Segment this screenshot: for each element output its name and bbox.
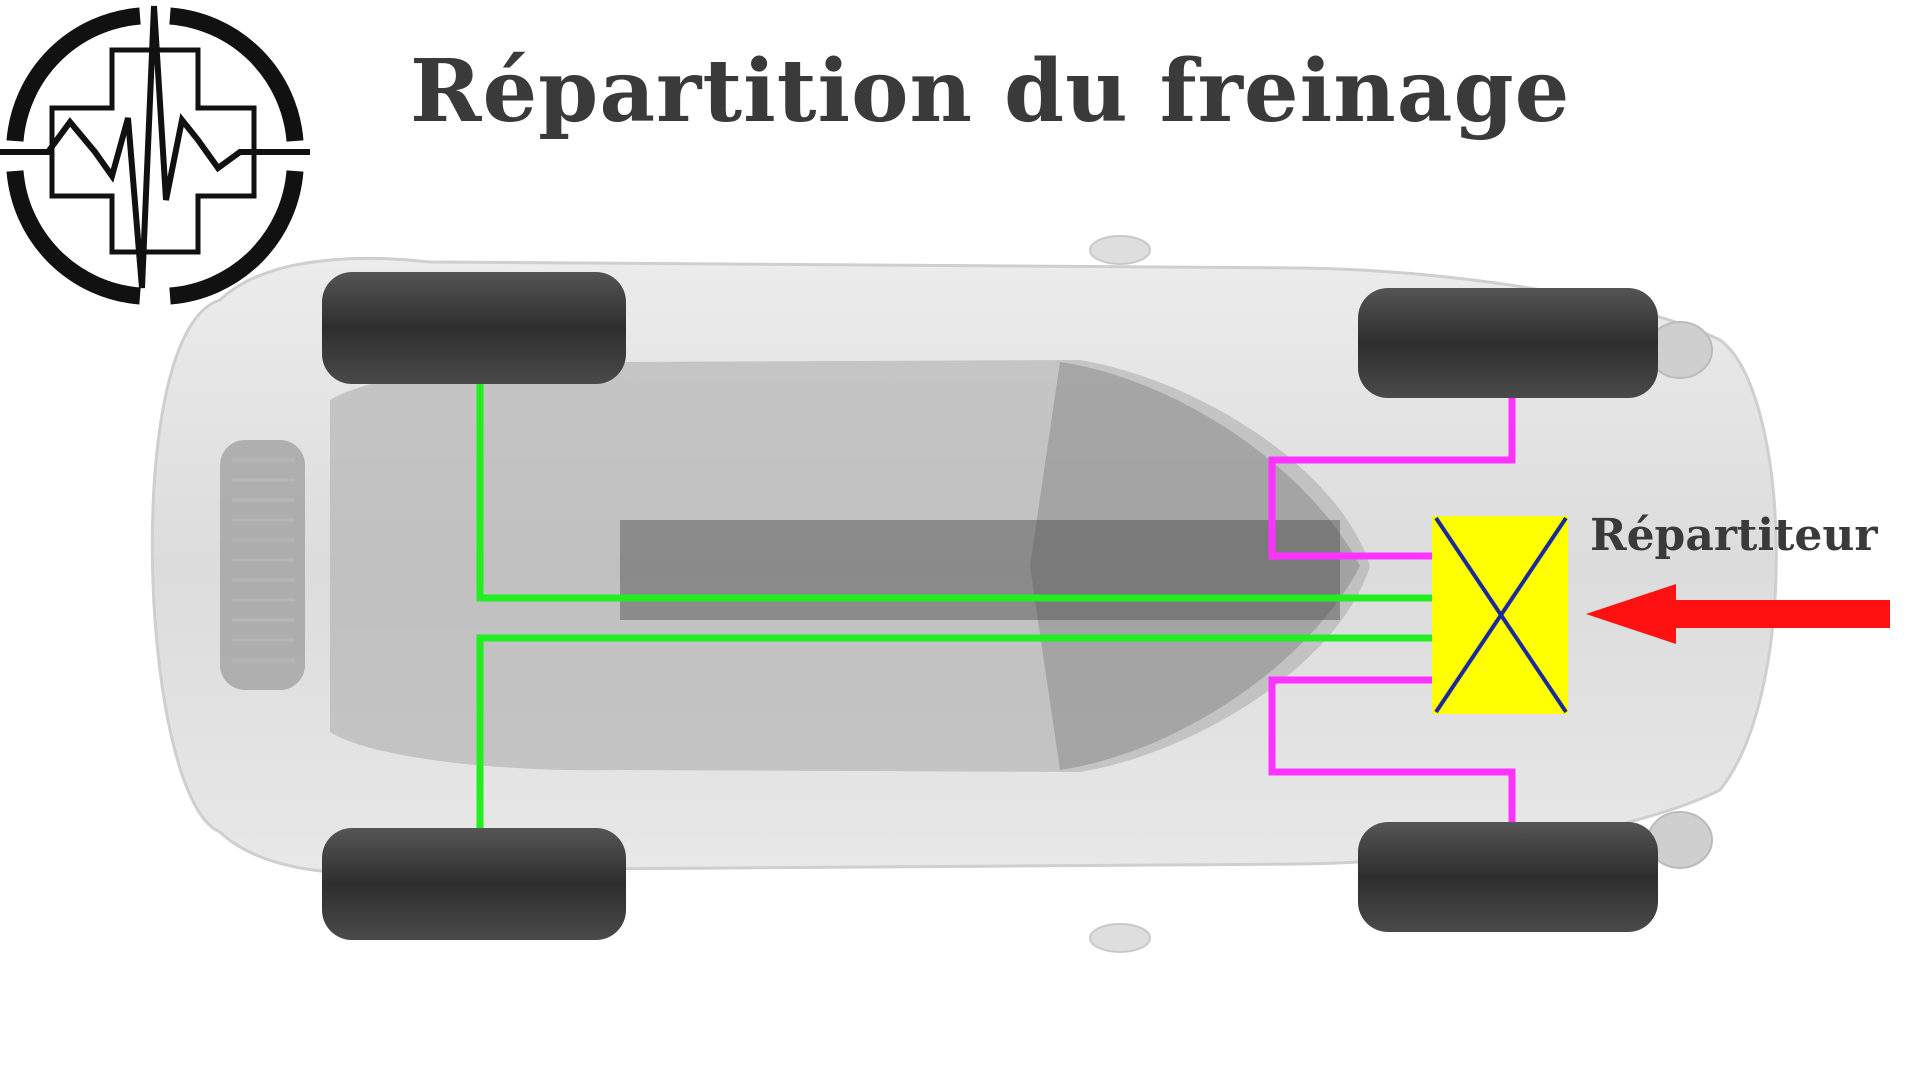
- front-left-brake-line: [1268, 398, 1516, 560]
- logo-ring-top-right: [169, 7, 304, 142]
- logo-cross-outline: [49, 47, 257, 255]
- tyre-front-left: [1358, 288, 1658, 398]
- logo-ring-top-left: [6, 7, 141, 142]
- car-center-tunnel: [620, 520, 1340, 620]
- logo-heartbeat-line: [0, 5, 310, 289]
- tyre-rear-right: [322, 828, 626, 940]
- page-title: Répartition du freinage: [410, 41, 1571, 142]
- car-mirror-top: [1089, 235, 1151, 265]
- car-cabin: [330, 360, 1370, 772]
- rear-left-brake-line: [476, 384, 1432, 602]
- car-grille-slats: [232, 458, 295, 662]
- arrow-left-icon: [1586, 584, 1890, 644]
- car-rear-engine-grille: [220, 440, 305, 690]
- logo-ring-bottom-right: [169, 170, 304, 305]
- input-arrow-head: [1586, 584, 1676, 644]
- front-brake-circuits: [1268, 398, 1516, 822]
- distributor-label: Répartiteur: [1590, 510, 1878, 561]
- tyre-rear-left: [322, 272, 626, 384]
- distributor-cross-line-b: [1434, 516, 1568, 714]
- rear-brake-circuits: [476, 384, 1432, 828]
- logo-ring-bottom-left: [6, 170, 141, 305]
- crosshair-heartbeat-logo: [0, 5, 310, 305]
- tyres: [322, 272, 1658, 940]
- rear-right-brake-line: [476, 634, 1432, 828]
- car-mirror-bottom: [1089, 923, 1151, 953]
- car-windshield: [1030, 362, 1360, 770]
- input-arrow-shaft: [1662, 600, 1890, 628]
- front-right-brake-line: [1268, 676, 1516, 822]
- brake-distributor: [1432, 516, 1568, 714]
- car-top-view: [150, 235, 1778, 953]
- tyre-front-right: [1358, 822, 1658, 932]
